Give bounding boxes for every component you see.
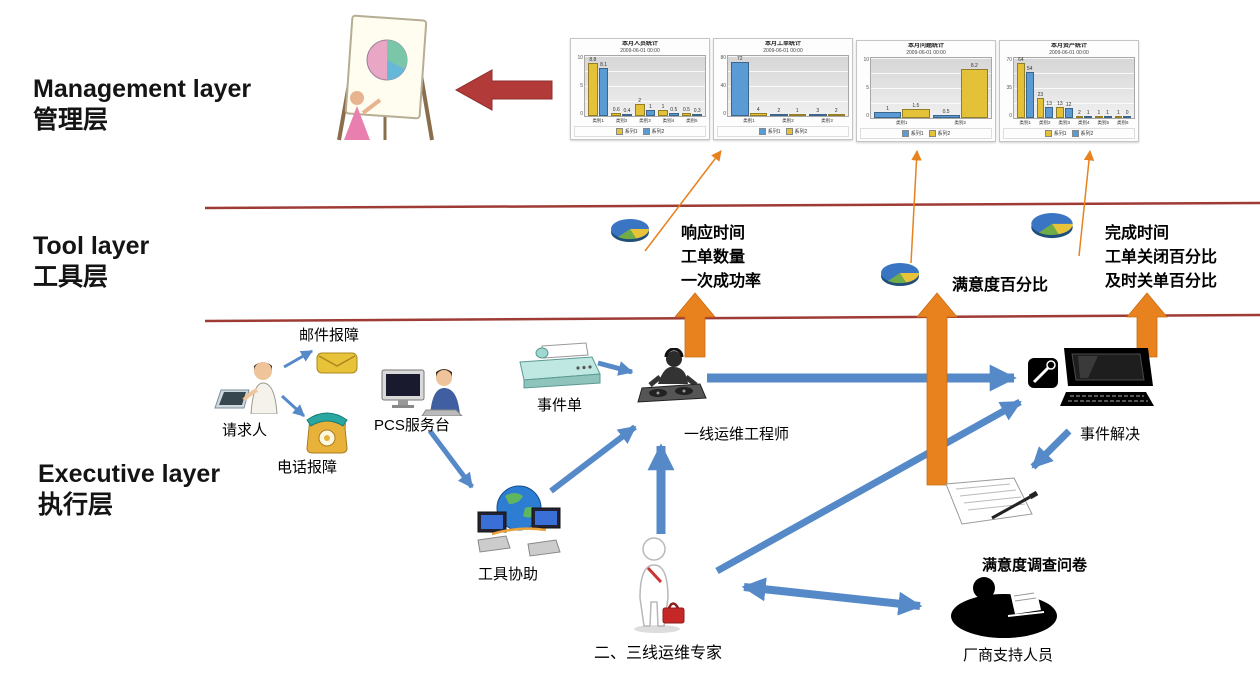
pie-icon-satisfaction	[878, 256, 922, 297]
chart-title: 本月人员统计	[621, 41, 658, 47]
tool-assist-label: 工具协助	[478, 566, 539, 583]
incident-ticket-label: 事件单	[537, 397, 583, 414]
email-report-label: 邮件报障	[299, 327, 360, 344]
metric-first-success-rate: 一次成功率	[681, 273, 762, 290]
pie-icon-completion	[1028, 206, 1076, 249]
incident-resolved-clipart	[1026, 346, 1158, 415]
metrics-completion-block: 完成时间 工单关闭百分比 及时关单百分比	[1105, 222, 1217, 294]
metric-response-time: 响应时间	[681, 225, 746, 242]
chart-title: 本月工单统计	[764, 41, 801, 47]
separator-line-management-tool	[204, 201, 1260, 210]
vendor-support-label: 厂商支持人员	[963, 647, 1054, 664]
metric-ticket-count: 工单数量	[681, 249, 746, 266]
management-layer-label-en: Management layer	[33, 75, 252, 103]
arrow-servicedesk-to-tools	[428, 429, 474, 489]
phone-report-label: 电话报障	[277, 459, 338, 476]
first-line-engineer-clipart	[636, 347, 708, 415]
expert-label: 二、三线运维专家	[594, 645, 723, 662]
executive-layer-label-zh: 执行层	[38, 491, 114, 520]
incident-ticket-clipart	[512, 340, 604, 395]
presenter-figure	[350, 91, 364, 105]
chart-subtitle: 2009-06-01 00:00	[1049, 50, 1089, 57]
metric-ontime-close-pct: 及时关单百分比	[1105, 273, 1218, 290]
arrow-expert-vendor-bidirectional	[741, 577, 923, 616]
metric-close-pct: 工单关闭百分比	[1105, 249, 1218, 266]
chart-title: 本月资产统计	[1050, 43, 1087, 49]
expert-clipart	[630, 536, 686, 639]
metric-line-satisfaction	[910, 149, 922, 264]
management-layer-label: Management layer 管理层	[33, 74, 251, 137]
incident-resolved-label: 事件解决	[1080, 426, 1141, 443]
requester-label: 请求人	[222, 422, 268, 439]
chart-subtitle: 2009-06-01 00:00	[906, 50, 946, 57]
flipchart-clipart	[322, 12, 444, 149]
chart-subtitle: 2009-06-01 00:00	[620, 48, 660, 55]
chart-subtitle: 2009-06-01 00:00	[763, 48, 803, 55]
executive-layer-label-en: Executive layer	[38, 460, 221, 488]
tool-assist-clipart	[476, 482, 562, 567]
tool-layer-label-en: Tool layer	[33, 232, 150, 260]
orange-arrow-satisfaction-metrics	[916, 292, 958, 486]
metrics-response-block: 响应时间 工单数量 一次成功率	[681, 222, 761, 294]
arrow-resolution-to-survey	[1030, 428, 1072, 470]
phone-icon	[303, 410, 351, 460]
service-desk-label: PCS服务台	[374, 417, 450, 434]
survey-label: 满意度调查问卷	[982, 557, 1088, 574]
tool-layer-label-zh: 工具层	[33, 263, 109, 292]
management-layer-label-zh: 管理层	[33, 106, 109, 135]
separator-line-tool-executive	[204, 313, 1260, 323]
metric-line-completion	[1078, 149, 1095, 257]
chart-title: 本月问题统计	[907, 43, 944, 49]
metric-completion-time: 完成时间	[1105, 225, 1170, 242]
metric-satisfaction-pct: 满意度百分比	[952, 277, 1049, 294]
email-icon	[316, 352, 358, 379]
vendor-support-clipart	[948, 576, 1060, 645]
arrow-tools-to-engineer	[549, 424, 637, 494]
report-to-management-arrow	[454, 69, 553, 111]
first-line-engineer-label: 一线运维工程师	[684, 426, 790, 443]
service-desk-clipart	[378, 366, 478, 421]
pie-icon-response	[608, 212, 652, 253]
requester-clipart	[213, 358, 291, 419]
flipchart-image	[337, 14, 434, 141]
tool-layer-label: Tool layer 工具层	[33, 231, 149, 294]
executive-layer-label: Executive layer 执行层	[38, 459, 220, 522]
survey-clipart	[936, 476, 1042, 533]
